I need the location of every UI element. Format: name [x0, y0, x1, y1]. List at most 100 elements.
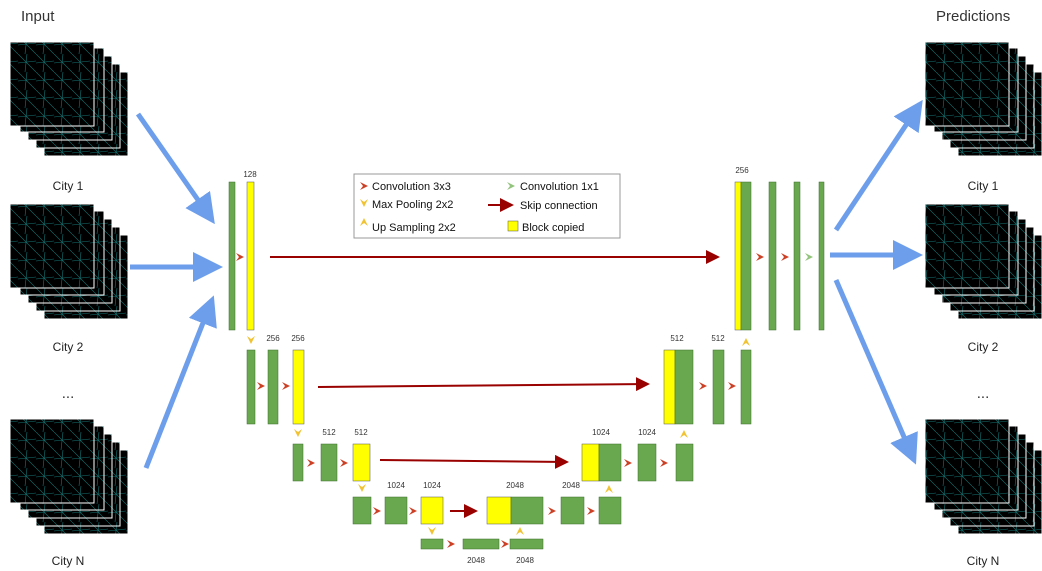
block-enc1-green [228, 181, 236, 331]
input-title: Input [21, 8, 55, 25]
conv-arrow [699, 382, 707, 390]
block-dec4-green-b [560, 496, 585, 525]
upsample-arrow [742, 338, 750, 346]
legend-upsample: Up Sampling 2x2 [372, 222, 456, 234]
conv-arrow [781, 253, 789, 261]
channels-bottom-b: 2048 [516, 556, 534, 565]
decoder-level-2: 512 512 [663, 334, 752, 425]
channels-dec4b: 2048 [562, 481, 580, 490]
block-dec2-green-c [740, 349, 752, 425]
decoder-level-4: 2048 2048 [486, 481, 622, 525]
channels-dec3a: 1024 [592, 428, 610, 437]
block-dec4-green-c [598, 496, 622, 525]
input-ellipsis: ... [62, 385, 75, 402]
channels-dec3b: 1024 [638, 428, 656, 437]
upsample-arrow [605, 485, 613, 493]
skip-arrow-level-2 [317, 377, 650, 392]
conv-arrow [282, 382, 290, 390]
block-enc1-yellow [246, 181, 255, 331]
block-dec3-green-a [598, 443, 622, 482]
output-flow-arrows [830, 99, 923, 465]
block-enc3-yellow [352, 443, 371, 482]
legend-copied: Block copied [522, 222, 584, 234]
pool-arrow [428, 527, 436, 535]
block-dec3-green-c [675, 443, 694, 482]
channels-dec4a: 2048 [506, 481, 524, 490]
conv-arrow [340, 459, 348, 467]
block-dec2-green-a [674, 349, 694, 425]
output-map-city-n [924, 418, 1042, 535]
block-dec4-yellow [486, 496, 512, 525]
encoder-level-4: 1024 1024 [352, 481, 444, 535]
decoder-level-1: 256 [734, 166, 825, 331]
conv-arrow [728, 382, 736, 390]
block-enc3-green-a [292, 443, 304, 482]
block-enc4-green-a [352, 496, 372, 525]
input-flow-arrows [130, 112, 223, 469]
channels-enc1: 128 [243, 170, 257, 179]
conv3x3-legend-icon [360, 182, 368, 190]
block-enc3-green-b [320, 443, 338, 482]
input-map-city-1 [9, 41, 129, 157]
flow-arrow-city-n [143, 295, 217, 469]
channels-dec1: 256 [735, 166, 749, 175]
encoder-level-3: 512 512 [292, 428, 371, 492]
legend-conv1x1: Convolution 1x1 [520, 181, 599, 193]
block-dec3-green-b [637, 443, 657, 482]
upsample-arrow [680, 430, 688, 438]
block-enc4-yellow [420, 496, 444, 525]
output-map-city-1 [924, 41, 1042, 157]
output-label-city-1: City 1 [968, 179, 999, 193]
pool-arrow [358, 484, 366, 492]
conv-arrow [587, 507, 595, 515]
legend-conv3x3: Convolution 3x3 [372, 181, 451, 193]
skip-arrow-level-3 [379, 454, 569, 469]
channels-enc2a: 256 [266, 334, 280, 343]
block-dec1-green-a [740, 181, 752, 331]
conv-arrow [236, 253, 244, 261]
channels-enc2b: 256 [291, 334, 305, 343]
predictions-title: Predictions [936, 8, 1010, 25]
flow-arrow-out-city-n [833, 279, 918, 465]
channels-dec2b: 512 [711, 334, 725, 343]
block-bottom-green-a [420, 538, 444, 550]
input-map-city-n [9, 418, 129, 535]
conv-arrow [307, 459, 315, 467]
output-map-city-2 [924, 203, 1042, 320]
conv-arrow [257, 382, 265, 390]
conv-arrow [756, 253, 764, 261]
pool-arrow [247, 336, 255, 344]
skip-connections [270, 250, 720, 518]
upsample-arrow [516, 527, 524, 535]
conv1x1-arrow [805, 253, 813, 261]
block-dec1-yellow [734, 181, 742, 331]
block-enc2-green-b [267, 349, 279, 425]
channels-dec2a: 512 [670, 334, 684, 343]
output-ellipsis: ... [977, 385, 990, 402]
copied-legend-icon [507, 220, 519, 232]
conv1x1-legend-icon [507, 182, 515, 190]
legend-maxpool: Max Pooling 2x2 [372, 199, 453, 211]
block-dec4-green-a [510, 496, 544, 525]
encoder-level-2: 256 256 [246, 334, 305, 437]
channels-enc3b: 512 [354, 428, 368, 437]
maxpool-legend-icon [360, 199, 368, 207]
conv-arrow [409, 507, 417, 515]
legend: Convolution 3x3 Convolution 1x1 Max Pool… [353, 173, 621, 239]
channels-enc4b: 1024 [423, 481, 441, 490]
pool-arrow [294, 429, 302, 437]
conv-arrow [447, 540, 455, 548]
conv-arrow [501, 540, 509, 548]
flow-arrow-out-city-1 [833, 99, 923, 232]
block-dec1-green-b [768, 181, 777, 331]
input-label-city-n: City N [52, 554, 85, 568]
encoder-level-1: 128 [228, 170, 257, 344]
output-label-city-2: City 2 [968, 340, 999, 354]
block-dec2-green-b [712, 349, 725, 425]
conv-arrow [660, 459, 668, 467]
block-dec2-yellow [663, 349, 676, 425]
input-label-city-2: City 2 [53, 340, 84, 354]
block-dec3-yellow [581, 443, 600, 482]
block-enc2-green-a [246, 349, 256, 425]
